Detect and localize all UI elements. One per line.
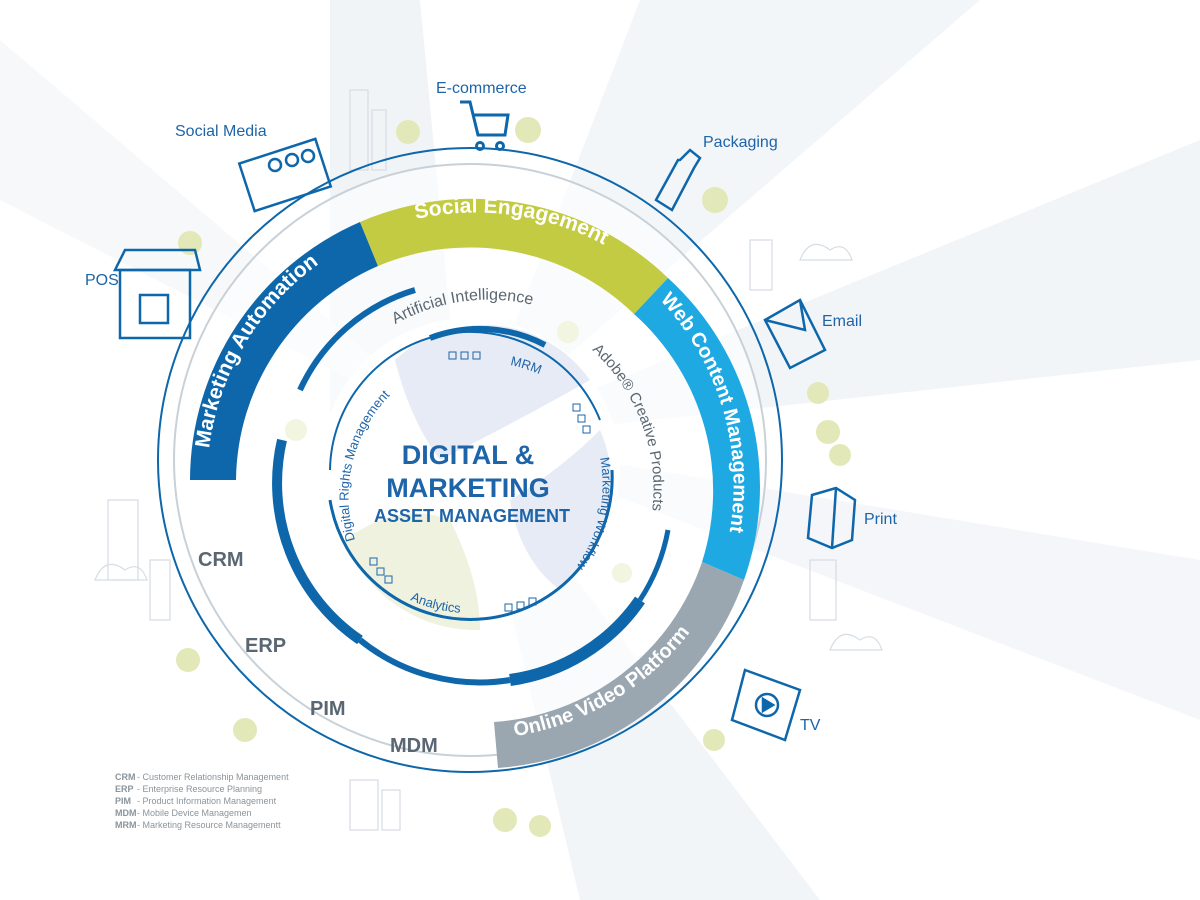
- legend-abbr-erp: ERP: [115, 784, 134, 794]
- center-title-line1: DIGITAL &: [402, 440, 535, 470]
- envelope-icon[interactable]: [763, 298, 827, 370]
- square-markers: [369, 351, 591, 612]
- channel-label-email: Email: [822, 313, 862, 330]
- center-title-line3: ASSET MANAGEMENT: [374, 506, 570, 526]
- bottle-icon[interactable]: [654, 148, 702, 212]
- folded-paper-icon[interactable]: [806, 486, 857, 550]
- legend-abbr-pim: PIM: [115, 796, 131, 806]
- system-label-crm: CRM: [198, 549, 244, 571]
- channel-label-pos: POS: [85, 272, 119, 289]
- outer-ring: [157, 147, 783, 773]
- legend-abbr-mrm: MRM: [115, 820, 137, 830]
- lobe-workflow: [510, 430, 612, 590]
- legend-text-erp: - Enterprise Resource Planning: [137, 784, 262, 794]
- legend-text-mrm: - Marketing Resource Managementt: [137, 820, 281, 830]
- band-online-video-platform[interactable]: [494, 562, 744, 768]
- channel-label-ecommerce: E-commerce: [436, 80, 527, 97]
- social-media-icon[interactable]: [237, 137, 333, 213]
- channel-label-tv: TV: [800, 717, 821, 734]
- channel-label-social-media: Social Media: [175, 123, 267, 140]
- inner-ring-accent: [428, 325, 547, 348]
- legend-text-pim: - Product Information Management: [137, 796, 277, 806]
- lobe-mrm: [395, 324, 590, 460]
- shopping-cart-icon[interactable]: [460, 100, 510, 151]
- channel-label-packaging: Packaging: [703, 134, 778, 151]
- tv-play-icon[interactable]: [730, 668, 802, 742]
- center-title-line2: MARKETING: [386, 473, 550, 503]
- middle-arcs: [272, 287, 671, 686]
- system-label-pim: PIM: [310, 698, 346, 720]
- band-marketing-automation[interactable]: [190, 222, 378, 480]
- decorative-city-ring: [94, 89, 883, 831]
- system-label-mdm: MDM: [390, 735, 438, 757]
- band-social-engagement[interactable]: [360, 198, 668, 314]
- legend-text-mdm: - Mobile Device Managemen: [137, 808, 252, 818]
- system-label-erp: ERP: [245, 635, 286, 657]
- legend-abbr-mdm: MDM: [115, 808, 137, 818]
- legend-text-crm: - Customer Relationship Management: [137, 772, 289, 782]
- legend: CRM - Customer Relationship Management E…: [115, 772, 289, 830]
- channel-label-print: Print: [864, 511, 897, 528]
- band-web-content-management[interactable]: [634, 278, 760, 580]
- pos-shop-icon[interactable]: [112, 248, 202, 340]
- inner-ring-bottom: [328, 469, 614, 621]
- lobe-analytics: [345, 513, 480, 631]
- legend-abbr-crm: CRM: [115, 772, 136, 782]
